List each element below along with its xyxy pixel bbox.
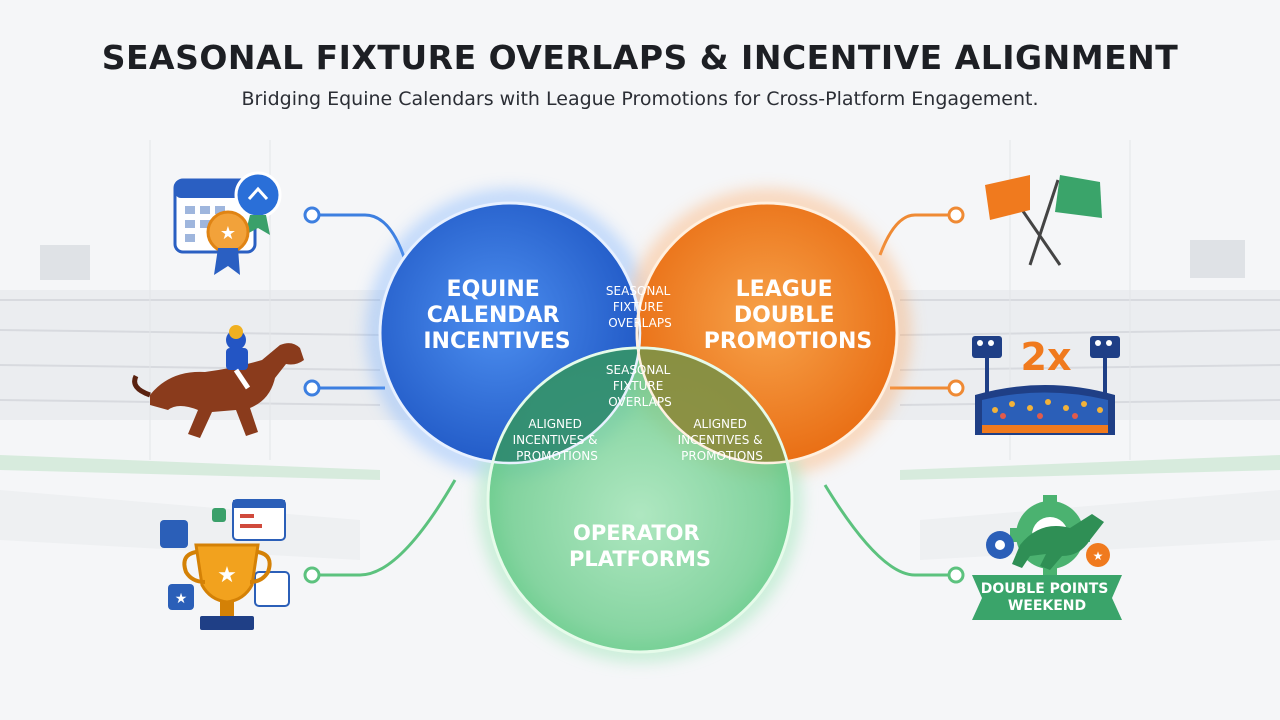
calendar-award-icon: ★ <box>173 171 282 275</box>
multiplier-text: 2x <box>1021 335 1072 379</box>
label-overlap-right: ALIGNED INCENTIVES & PROMOTIONS <box>678 417 767 463</box>
stadium-2x-icon: 2x <box>972 335 1120 435</box>
venn-diagram: EQUINE CALENDAR INCENTIVES LEAGUE DOUBLE… <box>378 201 899 654</box>
racehorse-jockey-icon <box>132 325 304 438</box>
page-title: SEASONAL FIXTURE OVERLAPS & INCENTIVE AL… <box>101 38 1179 77</box>
svg-text:★: ★ <box>217 563 237 588</box>
crossed-flags-icon <box>985 175 1102 266</box>
label-league: LEAGUE DOUBLE PROMOTIONS <box>704 277 873 354</box>
trophy-dashboard-icon: ★ ★ <box>160 499 290 630</box>
svg-text:★: ★ <box>175 591 188 607</box>
double-points-weekend-icon: ★ DOUBLE POINTS WEEKEND <box>972 495 1122 620</box>
label-overlap-left: ALIGNED INCENTIVES & PROMOTIONS <box>513 417 602 463</box>
page-subtitle: Bridging Equine Calendars with League Pr… <box>241 88 1039 110</box>
banner-text: DOUBLE POINTS WEEKEND <box>981 581 1114 614</box>
svg-text:★: ★ <box>1093 549 1104 563</box>
connector-lines <box>303 206 965 584</box>
label-overlap-top: SEASONAL FIXTURE OVERLAPS <box>606 284 674 330</box>
svg-text:★: ★ <box>220 223 236 244</box>
label-overlap-center: SEASONAL FIXTURE OVERLAPS <box>606 363 674 409</box>
label-operator: OPERATOR PLATFORMS <box>569 521 711 571</box>
label-equine: EQUINE CALENDAR INCENTIVES <box>423 277 570 354</box>
